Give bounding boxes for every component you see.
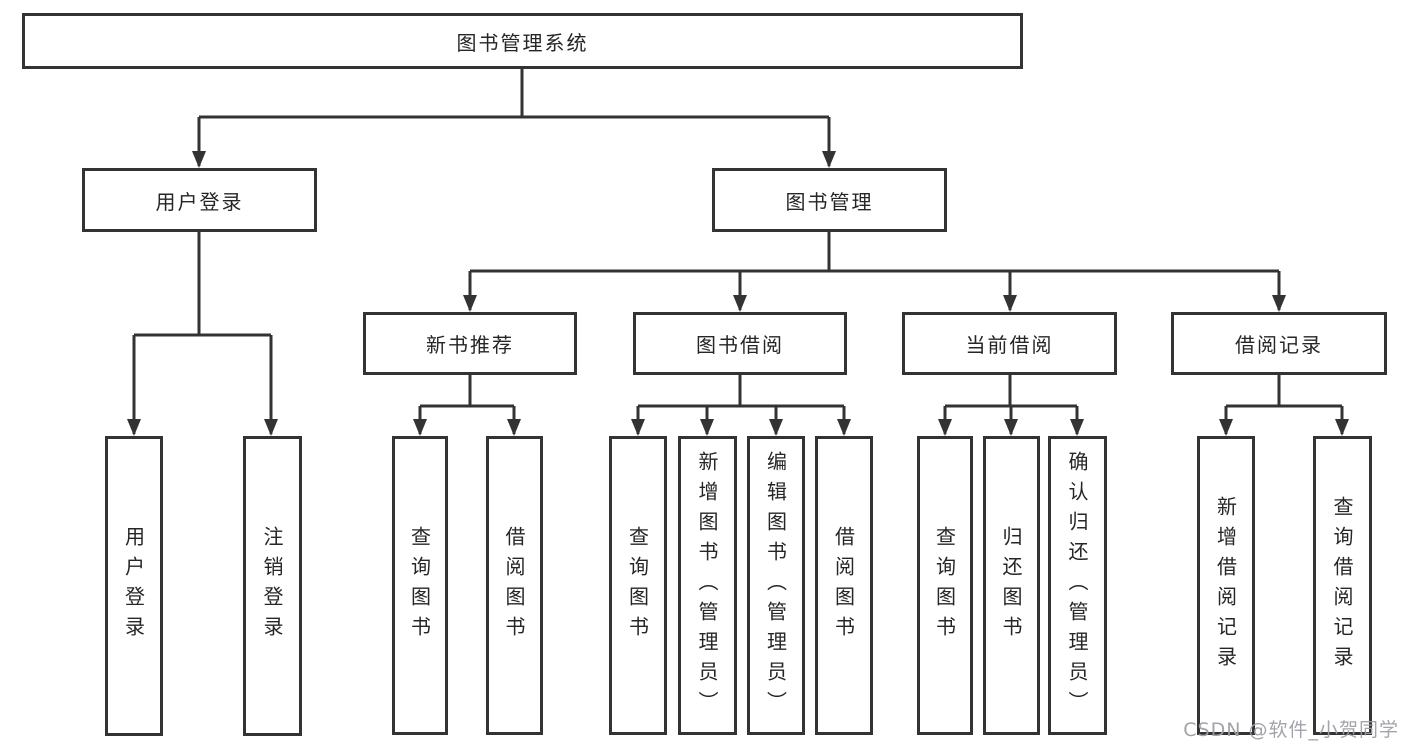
arrowhead <box>1003 295 1017 312</box>
arrowhead <box>264 419 278 436</box>
node-library-management-system: 图书管理系统 <box>22 13 1023 69</box>
arrowhead <box>1335 419 1349 436</box>
arrowhead <box>1070 419 1084 436</box>
node-cb-confirm-return-admin: 确认归还（管理员） <box>1048 436 1107 735</box>
arrowhead <box>127 419 141 436</box>
node-nbr-query-books: 查询图书 <box>392 436 448 735</box>
node-label: 图书管理 <box>785 189 874 214</box>
arrowhead <box>837 419 851 436</box>
node-label: 用户登录 <box>121 526 146 646</box>
node-bb-edit-books-admin: 编辑图书（管理员） <box>747 436 805 735</box>
node-bb-add-books-admin: 新增图书（管理员） <box>678 436 737 735</box>
arrowhead <box>507 419 521 436</box>
node-user-login: 用户登录 <box>105 436 163 736</box>
connector-current-borrow-branch <box>938 375 1084 436</box>
node-label: 新增借阅记录 <box>1213 495 1238 676</box>
connector-book-borrow-branch <box>631 375 851 436</box>
node-cb-return-books: 归还图书 <box>983 436 1040 735</box>
arrowhead <box>938 419 952 436</box>
node-bb-borrow-books: 借阅图书 <box>815 436 873 735</box>
arrowhead <box>733 295 747 312</box>
connector-root-branch <box>192 69 836 168</box>
node-nbr-borrow-books: 借阅图书 <box>486 436 543 735</box>
arrowhead <box>1272 295 1286 312</box>
arrowhead <box>1004 419 1018 436</box>
node-logout: 注销登录 <box>243 436 302 736</box>
node-label: 用户登录 <box>155 189 244 214</box>
node-cb-query-books: 查询图书 <box>917 436 973 735</box>
arrowhead <box>822 151 836 168</box>
node-label: 图书借阅 <box>696 333 784 357</box>
connector-borrow-records-branch <box>1219 375 1349 436</box>
connector-book-mgmt-branch <box>463 232 1286 312</box>
node-label: 新书推荐 <box>426 333 514 357</box>
arrowhead <box>700 419 714 436</box>
arrowhead <box>192 151 206 168</box>
node-book-borrowing: 图书借阅 <box>633 312 847 375</box>
csdn-watermark: CSDN @软件_小贺同学 <box>1183 719 1399 741</box>
node-label: 确认归还（管理员） <box>1065 450 1089 721</box>
node-label: 查询图书 <box>932 525 957 646</box>
node-label: 图书管理系统 <box>456 30 589 55</box>
arrowhead <box>631 419 645 436</box>
node-br-add-record: 新增借阅记录 <box>1197 436 1255 735</box>
node-label: 查询借阅记录 <box>1330 495 1354 676</box>
node-current-borrowing: 当前借阅 <box>902 312 1117 375</box>
node-label: 注销登录 <box>260 526 284 646</box>
node-br-query-record: 查询借阅记录 <box>1313 436 1372 735</box>
node-label: 借阅图书 <box>502 525 526 646</box>
node-bb-query-books: 查询图书 <box>609 436 667 735</box>
arrowhead <box>463 295 477 312</box>
node-label: 新增图书（管理员） <box>695 450 719 721</box>
node-label: 借阅图书 <box>831 525 856 646</box>
arrowhead <box>413 419 427 436</box>
node-label: 编辑图书（管理员） <box>763 450 788 721</box>
node-label: 当前借阅 <box>965 333 1054 357</box>
arrowhead <box>769 419 783 436</box>
node-label: 查询图书 <box>407 525 432 646</box>
node-user-login-group: 用户登录 <box>82 168 317 232</box>
node-new-book-recommend: 新书推荐 <box>363 312 577 375</box>
node-book-management: 图书管理 <box>712 168 947 232</box>
node-borrowing-records: 借阅记录 <box>1171 312 1387 375</box>
node-label: 查询图书 <box>625 525 650 646</box>
connector-user-login-branch <box>127 232 278 436</box>
node-label: 归还图书 <box>999 525 1023 646</box>
node-label: 借阅记录 <box>1235 333 1323 357</box>
arrowhead <box>1219 419 1233 436</box>
connector-new-book-rec-branch <box>413 375 521 436</box>
